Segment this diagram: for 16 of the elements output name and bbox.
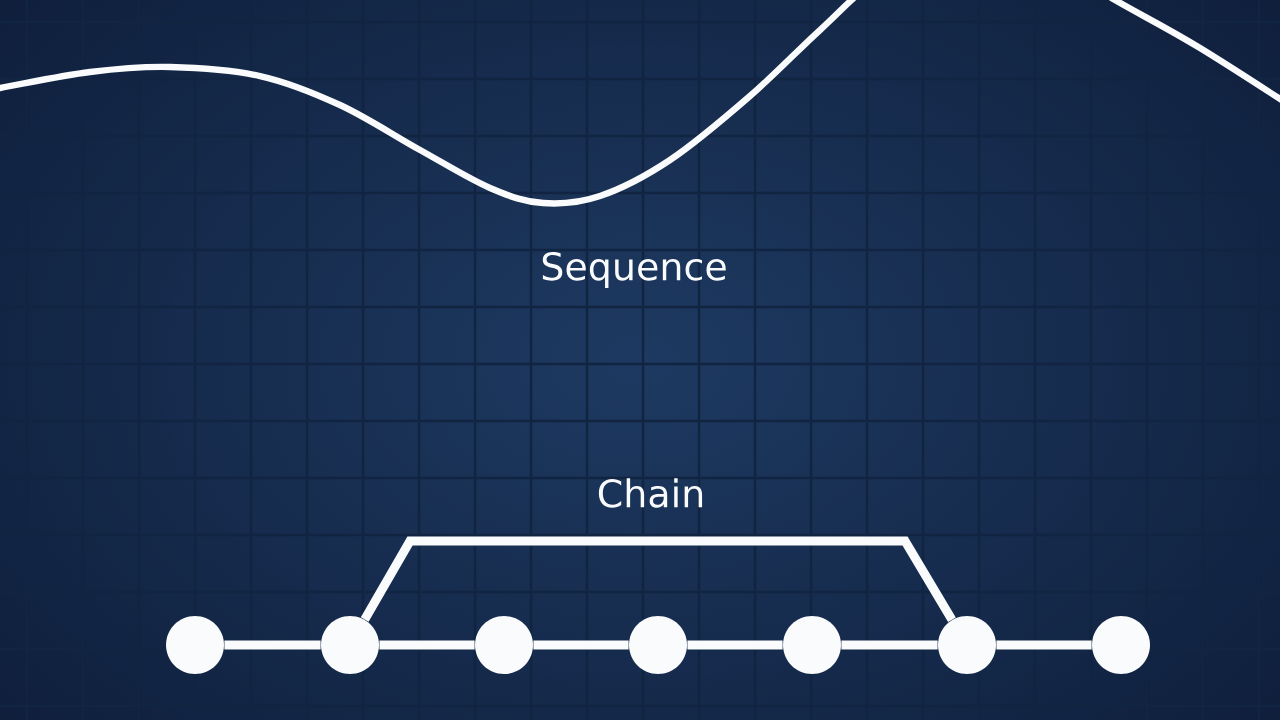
connector-line (841, 640, 938, 650)
node-circle (783, 616, 841, 674)
connector-line (224, 640, 321, 650)
text-label: Sequence (542, 251, 726, 289)
node-circle (1092, 616, 1150, 674)
node-circle (475, 616, 533, 674)
node-circle (938, 616, 996, 674)
node-circle (629, 616, 687, 674)
connector-line (996, 640, 1092, 650)
connector-line (687, 640, 783, 650)
node-circle (166, 616, 224, 674)
connector-line (360, 536, 956, 623)
node-circle (321, 616, 379, 674)
connector-line (379, 640, 475, 650)
connector-line (533, 640, 629, 650)
text-label: Chain (598, 478, 703, 508)
